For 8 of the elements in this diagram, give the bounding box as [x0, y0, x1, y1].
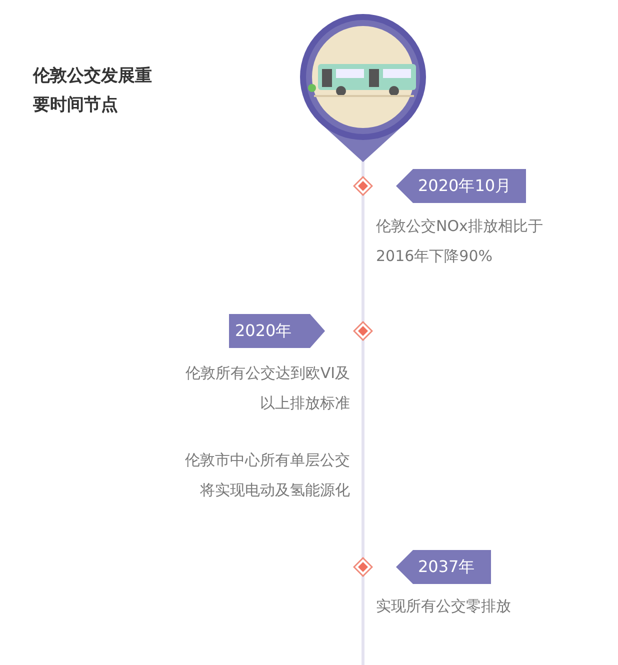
description-text: 伦敦市中心所有单层公交将实现电动及氢能源化 [184, 450, 350, 501]
description-text: 伦敦所有公交达到欧VI及以上排放标准 [184, 363, 350, 414]
date-tag: 2037年 [396, 550, 491, 584]
title: 伦敦公交发展重要时间节点 [33, 65, 153, 117]
description-text: 实现所有公交零排放 [376, 596, 512, 617]
description-text: 伦敦公交NOx排放相比于2016年下降90% [376, 216, 544, 267]
date-tag: 2020年 [229, 314, 325, 348]
date-tag: 2020年10月 [396, 169, 526, 203]
